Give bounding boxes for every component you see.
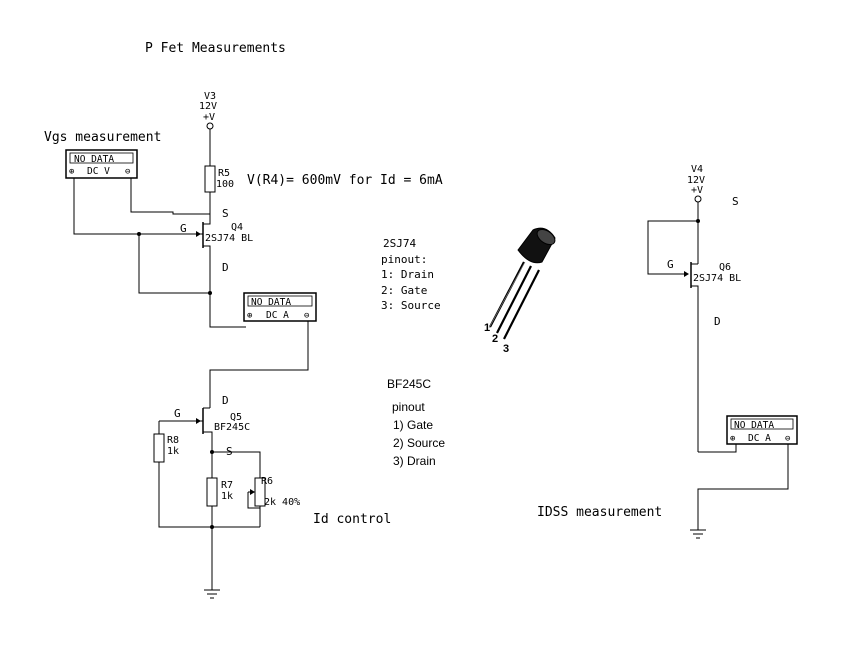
r5-value: 100 [216,179,234,190]
v4-value: 12V [687,175,705,186]
r6-name: R6 [261,476,273,487]
r5-name: R5 [218,168,230,179]
idss-measurement-label: IDSS measurement [537,505,662,520]
id-control-label: Id control [313,512,391,527]
id-meter-display: NO DATA [251,297,291,308]
r6-potentiometer: R6 2k 40% [247,476,300,527]
vgs-meter[interactable]: NO DATA ⊕ DC V ⊖ [65,149,138,179]
package-pin-1: 1 [484,322,490,334]
q6-name: Q6 [719,262,731,273]
r6-wiper-arrow-icon [250,489,255,495]
ground-left-icon [204,589,220,599]
pinout-2sj74: 2SJ74 pinout: 1: Drain 2: Gate 3: Source [381,237,441,312]
pinout-bf245c-subtitle: pinout [392,400,425,414]
q6-jfet: G D Q6 2SJ74 BL [667,258,741,452]
v4-terminal-icon [694,195,702,203]
to92-package-icon: 1 2 3 [484,227,556,355]
wire [698,444,737,453]
q5-gate-label: G [174,407,181,420]
v3-rail: +V [203,112,215,123]
vr4-note: V(R4)= 600mV for Id = 6mA [247,173,443,188]
r7-body-icon [206,477,218,507]
pinout-bf245c: BF245C pinout 1) Gate 2) Source 3) Drain [387,377,445,468]
r7-resistor: R7 1k [206,477,233,507]
vgs-measurement-label: Vgs measurement [44,130,161,145]
v4-name: V4 [691,164,703,175]
wire [212,451,261,478]
id-meter-mode: DC A [266,310,289,321]
q5-name: Q5 [230,412,242,423]
r6-value: 2k 40% [264,497,300,508]
wire [647,220,698,275]
wire [697,444,789,530]
wire [209,293,246,328]
vgs-meter-mode: DC V [87,166,110,177]
q4-name: Q4 [231,222,243,233]
vgs-meter-plus-icon: ⊕ [69,167,74,177]
q6-source-label: S [732,195,739,208]
q5-part: BF245C [214,422,250,433]
q4-source-label: S [222,207,229,220]
idss-meter-display: NO DATA [734,420,774,431]
idss-meter-mode: DC A [748,433,771,444]
pinout-2sj74-line-2: 2: Gate [381,284,427,297]
v4-rail: +V [691,185,703,196]
id-meter[interactable]: NO DATA ⊕ DC A ⊖ [243,292,317,322]
pinout-bf245c-line-1: 1) Gate [393,418,433,432]
id-meter-plus-icon: ⊕ [247,311,252,321]
package-pin-2: 2 [492,333,498,345]
q4-jfet: G S D Q4 2SJ74 BL [180,207,253,293]
idss-meter-minus-icon: ⊖ [785,434,790,444]
q6-gate-arrow-icon [684,271,689,277]
wire [138,234,210,294]
q4-gate-label: G [180,222,187,235]
vgs-meter-display: NO DATA [74,154,114,165]
wire [158,462,260,528]
r5-resistor: R5 100 [204,165,234,193]
pinout-bf245c-line-3: 3) Drain [393,454,436,468]
pinout-2sj74-subtitle: pinout: [381,253,427,266]
r8-value: 1k [167,446,179,457]
q6-gate-label: G [667,258,674,271]
v3-supply: V3 12V +V [199,91,217,130]
id-meter-minus-icon: ⊖ [304,311,309,321]
r7-name: R7 [221,480,233,491]
pinout-bf245c-line-2: 2) Source [393,436,445,450]
pinout-2sj74-line-3: 3: Source [381,299,441,312]
vgs-meter-minus-icon: ⊖ [125,167,130,177]
r8-resistor: R8 1k [153,433,179,463]
junction-dot [210,525,214,529]
v4-supply: V4 12V +V [687,164,705,203]
wire [130,178,210,215]
q5-drain-label: D [222,394,229,407]
page-title: P Fet Measurements [145,41,286,56]
pinout-bf245c-title: BF245C [387,377,431,391]
wire [209,321,309,408]
v3-name: V3 [204,91,216,102]
q4-drain-label: D [222,261,229,274]
q6-part: 2SJ74 BL [693,273,741,284]
pinout-2sj74-title: 2SJ74 [383,237,416,250]
package-pin-3: 3 [503,343,509,355]
wire [73,178,197,235]
v3-terminal-icon [206,122,214,130]
q4-part: 2SJ74 BL [205,233,253,244]
q4-gate-arrow-icon [196,231,201,237]
pinout-2sj74-line-1: 1: Drain [381,268,434,281]
r5-body-icon [204,165,216,193]
ground-right-icon [690,529,706,539]
q6-drain-label: D [714,315,721,328]
r8-name: R8 [167,435,179,446]
r8-body-icon [153,433,165,463]
q5-gate-arrow-icon [196,418,201,424]
v3-value: 12V [199,101,217,112]
idss-meter[interactable]: NO DATA ⊕ DC A ⊖ [726,415,798,445]
idss-meter-plus-icon: ⊕ [730,434,735,444]
r7-value: 1k [221,491,233,502]
